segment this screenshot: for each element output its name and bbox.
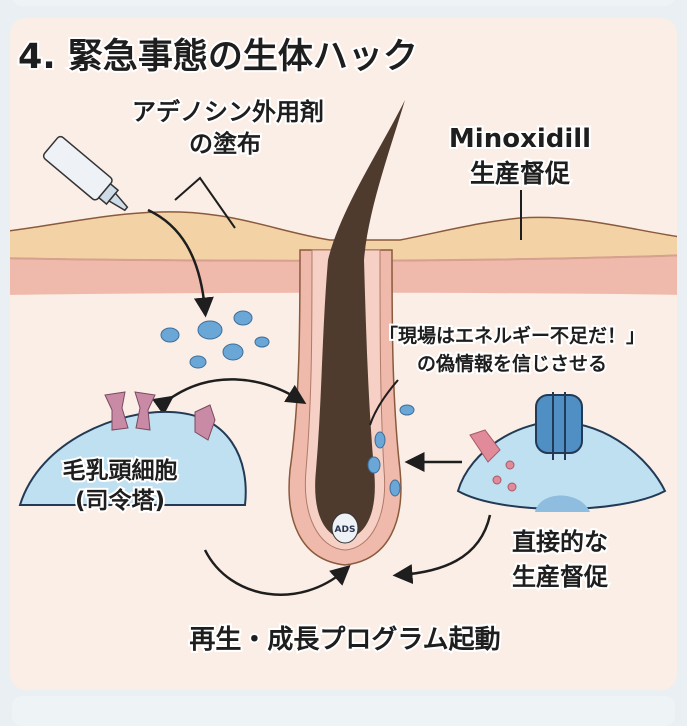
previous-card-edge [12,0,675,6]
adenosine-label-line2: の塗布 [189,130,261,158]
dermal-papilla-cell [18,410,247,506]
papilla-label-line1: 毛乳頭細胞 [63,457,178,484]
ion-channel-icon [535,392,583,460]
minoxidil-label-line2: 生産督促 [470,159,570,188]
ads-papilla [331,512,359,544]
fake-info-label-line2: の偽情報を信じさせる [417,352,607,375]
bottom-caption: 再生・成長プログラム起動 [189,625,500,655]
hair-shaft [315,100,405,540]
adenosine-molecules [160,310,415,497]
receptor-icons [104,391,216,441]
adenosine-label-line1: アデノシン外用剤 [132,98,324,126]
fake-info-label-line1: 「現場はエネルギー不足だ！」 [379,324,645,347]
diagram-title: 4. 緊急事態の生体ハック [18,37,418,77]
hair-hack-diagram: ADS 4. 緊急事態の生体ハック アデノシン外用剤 の塗布 Minoxi [10,35,677,657]
minoxidil-label-line1: Minoxidill [449,124,591,154]
direct-label-line1: 直接的な [512,528,608,556]
papilla-label-line2: (司令塔) [75,487,165,514]
ointment-tube-icon [42,135,129,212]
direct-label-line2: 生産督促 [512,563,608,591]
ads-label: ADS [335,525,356,535]
